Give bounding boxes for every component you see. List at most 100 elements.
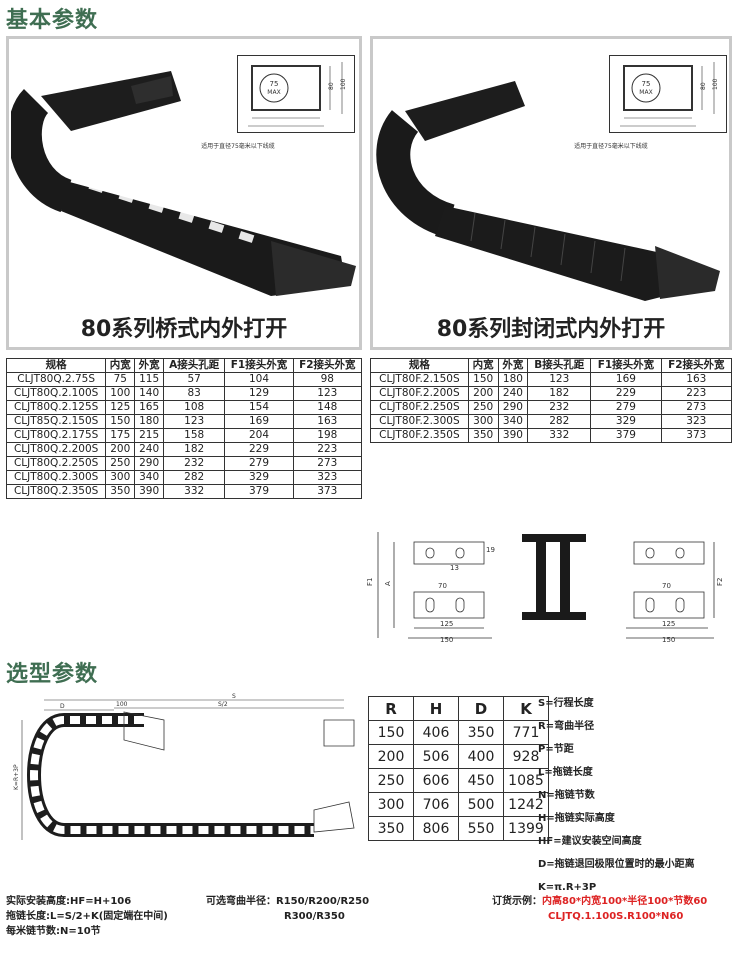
table-cell: 300 bbox=[368, 792, 414, 817]
dim-label: 125 bbox=[662, 620, 675, 628]
header-cell: 外宽 bbox=[134, 358, 165, 373]
dim-label: F2 bbox=[716, 578, 724, 586]
table-cell: 350 bbox=[458, 720, 504, 745]
table-cell: 223 bbox=[292, 442, 363, 457]
left-spec-drawing: 75 MAX 80 100 bbox=[237, 55, 355, 133]
svg-text:100: 100 bbox=[712, 78, 719, 90]
table-cell: 300 bbox=[105, 470, 136, 485]
table-cell: 165 bbox=[134, 400, 165, 415]
table-cell: 250 bbox=[105, 456, 136, 471]
table-cell: CLJT80Q.2.125S bbox=[5, 400, 107, 415]
table-cell: 182 bbox=[527, 386, 592, 401]
table-cell: 200 bbox=[105, 442, 136, 457]
svg-text:MAX: MAX bbox=[267, 89, 280, 96]
table-cell: 223 bbox=[660, 386, 733, 401]
table-cell: 290 bbox=[497, 400, 529, 415]
order-line-2: CLJTQ.1.100S.R100*N60 bbox=[548, 911, 684, 922]
table-cell: CLJT80F.2.350S bbox=[370, 428, 469, 443]
table-cell: CLJT80F.2.150S bbox=[370, 372, 469, 387]
table-cell: 390 bbox=[497, 428, 529, 443]
table-cell: 279 bbox=[224, 456, 294, 471]
header-cell: F2接头外宽 bbox=[660, 358, 733, 373]
table-cell: 123 bbox=[292, 386, 363, 401]
left-spec-note: 适用于直径75毫米以下线缆 bbox=[201, 143, 275, 150]
left-product-panel: 75 MAX 80 100 适用于直径75毫米以下线缆 80系列桥式内外打开 bbox=[6, 36, 362, 350]
table-cell: 123 bbox=[527, 372, 592, 387]
table-cell: 273 bbox=[660, 400, 733, 415]
table-cell: 198 bbox=[292, 428, 363, 443]
table-cell: 204 bbox=[224, 428, 294, 443]
table-cell: 240 bbox=[497, 386, 529, 401]
table-cell: 154 bbox=[224, 400, 294, 415]
table-cell: 215 bbox=[134, 428, 165, 443]
legend-item: HF=建议安装空间高度 bbox=[538, 836, 642, 847]
dim-label: D bbox=[60, 703, 65, 710]
table-cell: 329 bbox=[590, 414, 662, 429]
table-cell: 400 bbox=[458, 744, 504, 769]
table-cell: 706 bbox=[413, 792, 459, 817]
right-spec-table: 规格 内宽 外宽 B接头孔距 F1接头外宽 F2接头外宽 CLJT80F.2.1… bbox=[370, 358, 733, 443]
order-example: 订货示例：内高80*内宽100*半径100*节数60 CLJTQ.1.100S.… bbox=[492, 894, 707, 924]
table-cell: CLJT80Q.2.175S bbox=[5, 428, 107, 443]
table-cell: 104 bbox=[224, 372, 294, 387]
table-header-row: 规格 内宽 外宽 B接头孔距 F1接头外宽 F2接头外宽 bbox=[370, 358, 733, 373]
table-cell: 240 bbox=[134, 442, 165, 457]
table-cell: 332 bbox=[527, 428, 592, 443]
header-cell: A接头孔距 bbox=[163, 358, 226, 373]
table-cell: CLJT85Q.2.150S bbox=[5, 414, 107, 429]
right-spec-note: 适用于直径75毫米以下线缆 bbox=[574, 143, 648, 150]
legend-item: L=拖链长度 bbox=[538, 767, 593, 778]
table-cell: 406 bbox=[413, 720, 459, 745]
table-cell: 350 bbox=[467, 428, 499, 443]
table-cell: 379 bbox=[590, 428, 662, 443]
dim-label: F1 bbox=[366, 578, 374, 586]
table-cell: CLJT80F.2.300S bbox=[370, 414, 469, 429]
table-cell: 163 bbox=[660, 372, 733, 387]
dim-label: K=R+3P bbox=[13, 764, 20, 790]
table-cell: 125 bbox=[105, 400, 136, 415]
radius-notes: 可选弯曲半径：R150/R200/R250 R300/R350 bbox=[206, 894, 369, 924]
header-cell: K bbox=[503, 696, 549, 721]
table-cell: 1242 bbox=[503, 792, 549, 817]
legend-item: N=拖链节数 bbox=[538, 790, 595, 801]
legend-item: D=拖链退回极限位置时的最小距离 bbox=[538, 859, 695, 870]
table-cell: 1085 bbox=[503, 768, 549, 793]
header-cell: 规格 bbox=[370, 358, 469, 373]
mounting-bracket-drawing: 19 13 70 125 150 F1 A 70 125 150 F2 bbox=[366, 532, 724, 644]
table-cell: 83 bbox=[163, 386, 226, 401]
table-cell: CLJT80Q.2.100S bbox=[5, 386, 107, 401]
header-cell: 规格 bbox=[5, 358, 107, 373]
table-cell: CLJT80F.2.200S bbox=[370, 386, 469, 401]
header-cell: F1接头外宽 bbox=[224, 358, 294, 373]
table-cell: 340 bbox=[497, 414, 529, 429]
table-cell: 300 bbox=[467, 414, 499, 429]
table-cell: 323 bbox=[660, 414, 733, 429]
table-cell: 123 bbox=[163, 414, 226, 429]
table-cell: 169 bbox=[224, 414, 294, 429]
right-product-panel: 75 MAX 80 100 适用于直径75毫米以下线缆 80系列封闭式内外打开 bbox=[370, 36, 732, 350]
legend-item: S=行程长度 bbox=[538, 698, 594, 709]
left-panel-caption: 80系列桥式内外打开 bbox=[80, 317, 288, 342]
header-cell: 内宽 bbox=[467, 358, 499, 373]
header-cell: D bbox=[458, 696, 504, 721]
install-height: 实际安装高度:HF=H+106 bbox=[6, 896, 132, 907]
table-cell: 329 bbox=[224, 470, 294, 485]
table-cell: 180 bbox=[134, 414, 165, 429]
legend-item: K=π.R+3P bbox=[538, 882, 597, 893]
table-cell: 500 bbox=[458, 792, 504, 817]
svg-text:80: 80 bbox=[328, 82, 335, 90]
table-cell: 323 bbox=[292, 470, 363, 485]
left-spec-table: 规格 内宽 外宽 A接头孔距 F1接头外宽 F2接头外宽 CLJT80Q.2.7… bbox=[5, 358, 363, 499]
dim-label: S bbox=[232, 693, 236, 700]
